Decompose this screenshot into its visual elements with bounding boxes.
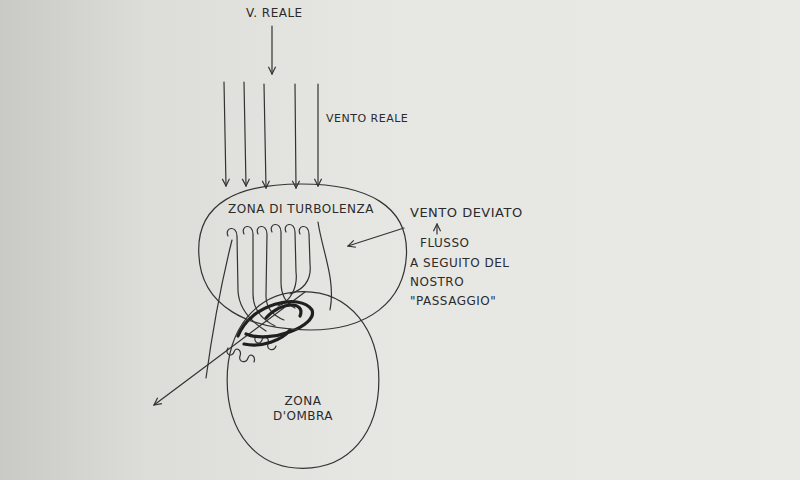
wind-arrow xyxy=(271,26,272,74)
note-label: VENTO DEVIATO xyxy=(410,203,523,224)
zone-outline-path xyxy=(227,292,379,469)
zone-outline xyxy=(224,288,382,472)
leader-arrow xyxy=(348,228,404,246)
note-label: V. REALE xyxy=(246,4,303,23)
stream-line xyxy=(318,222,331,310)
turbulence-line xyxy=(278,224,296,306)
wind-arrow xyxy=(264,84,266,188)
flow-arrow xyxy=(154,292,305,405)
note-label: VENTO REALE xyxy=(326,110,408,128)
shadow-zone: ZONA D'OMBRA xyxy=(224,288,382,472)
vortex-loop xyxy=(266,305,301,318)
wind-arrow xyxy=(295,84,296,188)
vortex-loop xyxy=(244,330,290,345)
wind-arrow xyxy=(317,84,318,186)
turbulence-line xyxy=(290,226,310,294)
note-label: A SEGUITO DEL NOSTRO "PASSAGGIO" xyxy=(410,254,550,312)
wind-arrow xyxy=(224,82,226,186)
zone-label: ZONA DI TURBOLENZA xyxy=(228,202,374,217)
vortex-loop xyxy=(238,302,313,337)
zone-label: ZONA D'OMBRA xyxy=(266,394,340,424)
note-label: FLUSSO xyxy=(420,234,469,253)
leader-arrow xyxy=(436,224,437,234)
turbulence-zone: ZONA DI TURBOLENZA xyxy=(190,180,412,334)
wind-arrow xyxy=(244,82,246,186)
zone-outline-path xyxy=(199,184,407,330)
